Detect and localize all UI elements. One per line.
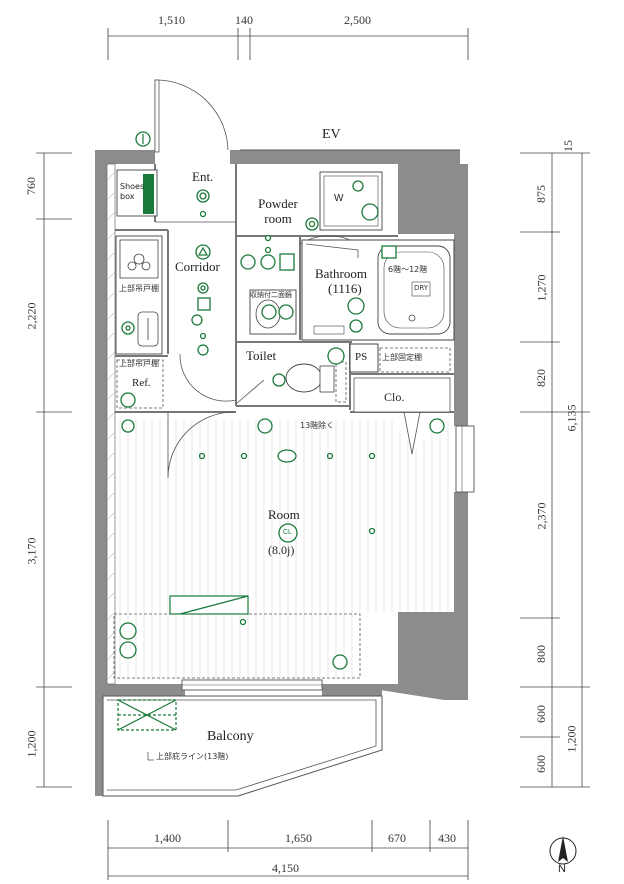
ceiling-light-label: CL [283,529,292,536]
bottom-dim-3: 670 [388,831,406,845]
toilet-bowl [285,363,323,393]
top-dim-2: 140 [235,13,253,27]
powder-room-label: Powder room [258,196,298,226]
right-dimension-line [520,152,590,788]
ps-label: PS [355,351,368,363]
right-dim-875: 875 [534,185,548,203]
bottom-dimension-line [107,820,469,880]
left-dim-2: 2,220 [24,302,39,330]
upper-cabinet-note-1: 上部吊戸棚 [119,284,159,293]
side-window [455,425,475,493]
dry-label: DRY [414,284,429,292]
corridor-label: Corridor [175,259,220,274]
left-dim-4: 1,200 [24,730,39,758]
room-label: Room [268,507,300,522]
bath-floors-note: 6階～12階 [388,265,428,274]
bottom-dim-4: 430 [438,831,456,845]
balcony-line-note: 上部庇ライン(13階) [156,752,229,761]
toilet-label: Toilet [246,348,277,363]
shoes-box-label: Shoes box [120,182,145,201]
pipe-space [349,343,379,373]
right-dim-1270: 1,270 [534,274,549,302]
right-dim-600a: 600 [534,705,548,723]
upper-fixed-shelf-note: 上部固定棚 [382,353,422,362]
bottom-dim-total: 4,150 [272,861,299,875]
top-dimension-line [107,28,469,60]
left-dim-1: 760 [24,177,38,195]
north-label: N [558,863,566,875]
top-dim-1: 1,510 [158,13,185,27]
right-dim-600b: 600 [534,755,548,773]
right-dim-2370: 2,370 [534,502,549,530]
fridge-space [116,359,164,409]
balcony-outline [102,695,383,797]
except-13f-note: 13階除く [300,421,335,430]
left-dimension-line [36,152,72,788]
entrance-door-swing [154,79,229,151]
closet-label: Clo. [384,390,405,404]
electrical-symbols [119,131,445,670]
right-dim-1200: 1,200 [564,725,579,753]
room-size-label: (8.0j) [268,543,295,557]
upper-cabinet-note-2: 上部吊戸棚 [119,359,159,368]
right-dim-820: 820 [534,369,548,387]
bathroom-size-label: (1116) [328,281,362,296]
north-arrow [549,836,577,865]
right-dim-800: 800 [534,645,548,663]
washer-label: W [334,193,344,204]
left-dim-3: 3,170 [24,537,39,565]
right-dim-6135: 6,135 [564,404,579,432]
balcony-label: Balcony [207,729,254,744]
bottom-dim-1: 1,400 [154,831,181,845]
closet [353,377,451,413]
mirror-storage-note: 収納付二面鏡 [250,291,292,299]
ref-label: Ref. [132,377,151,389]
ev-label: EV [322,127,341,142]
bathroom-label: Bathroom [315,266,367,281]
air-conditioner [169,595,249,615]
room-door-swing [167,411,235,479]
ent-label: Ent. [192,169,214,184]
right-dim-15: 15 [561,140,575,152]
bottom-dim-2: 1,650 [285,831,312,845]
top-dim-3: 2,500 [344,13,371,27]
